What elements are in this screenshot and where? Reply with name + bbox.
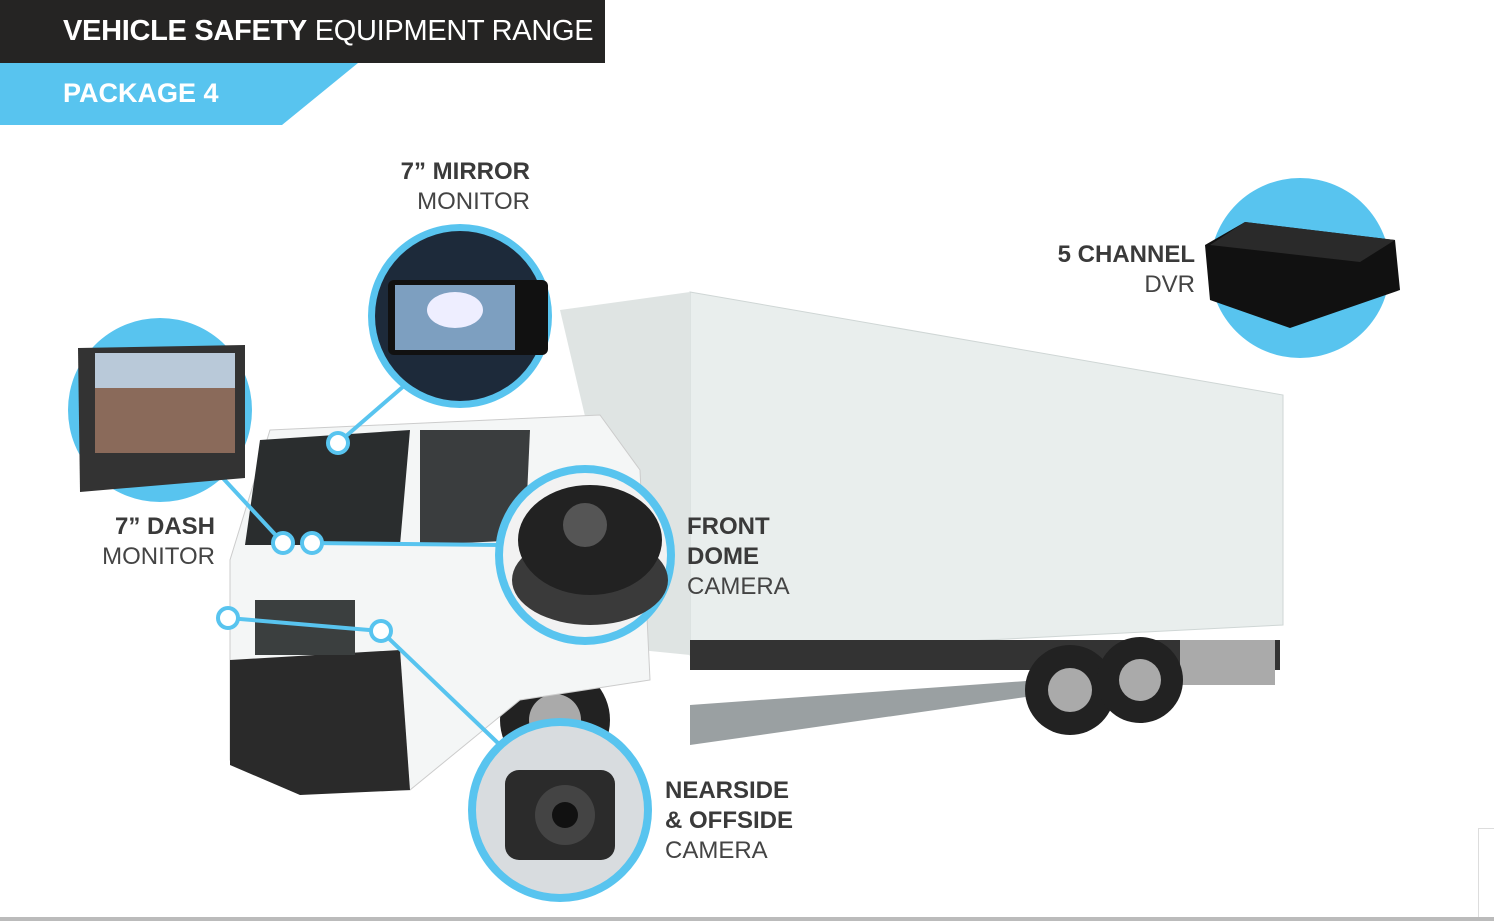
header-bar — [0, 0, 605, 63]
bottom-divider — [0, 917, 1494, 921]
page-thumbnail[interactable] — [1478, 828, 1494, 920]
package-banner — [0, 63, 358, 125]
title-bold: VEHICLE SAFETY — [63, 15, 307, 47]
dash-monitor-image — [68, 318, 252, 502]
dome-camera-image — [495, 465, 675, 645]
mirror-monitor-image — [368, 224, 552, 408]
dvr-image — [1205, 178, 1400, 358]
package-label: PACKAGE 4 — [63, 78, 219, 108]
connector-dots — [216, 431, 393, 643]
side-camera-image — [468, 718, 652, 902]
page-title: VEHICLE SAFETY EQUIPMENT RANGE — [63, 15, 594, 48]
title-regular: EQUIPMENT RANGE — [314, 15, 594, 47]
